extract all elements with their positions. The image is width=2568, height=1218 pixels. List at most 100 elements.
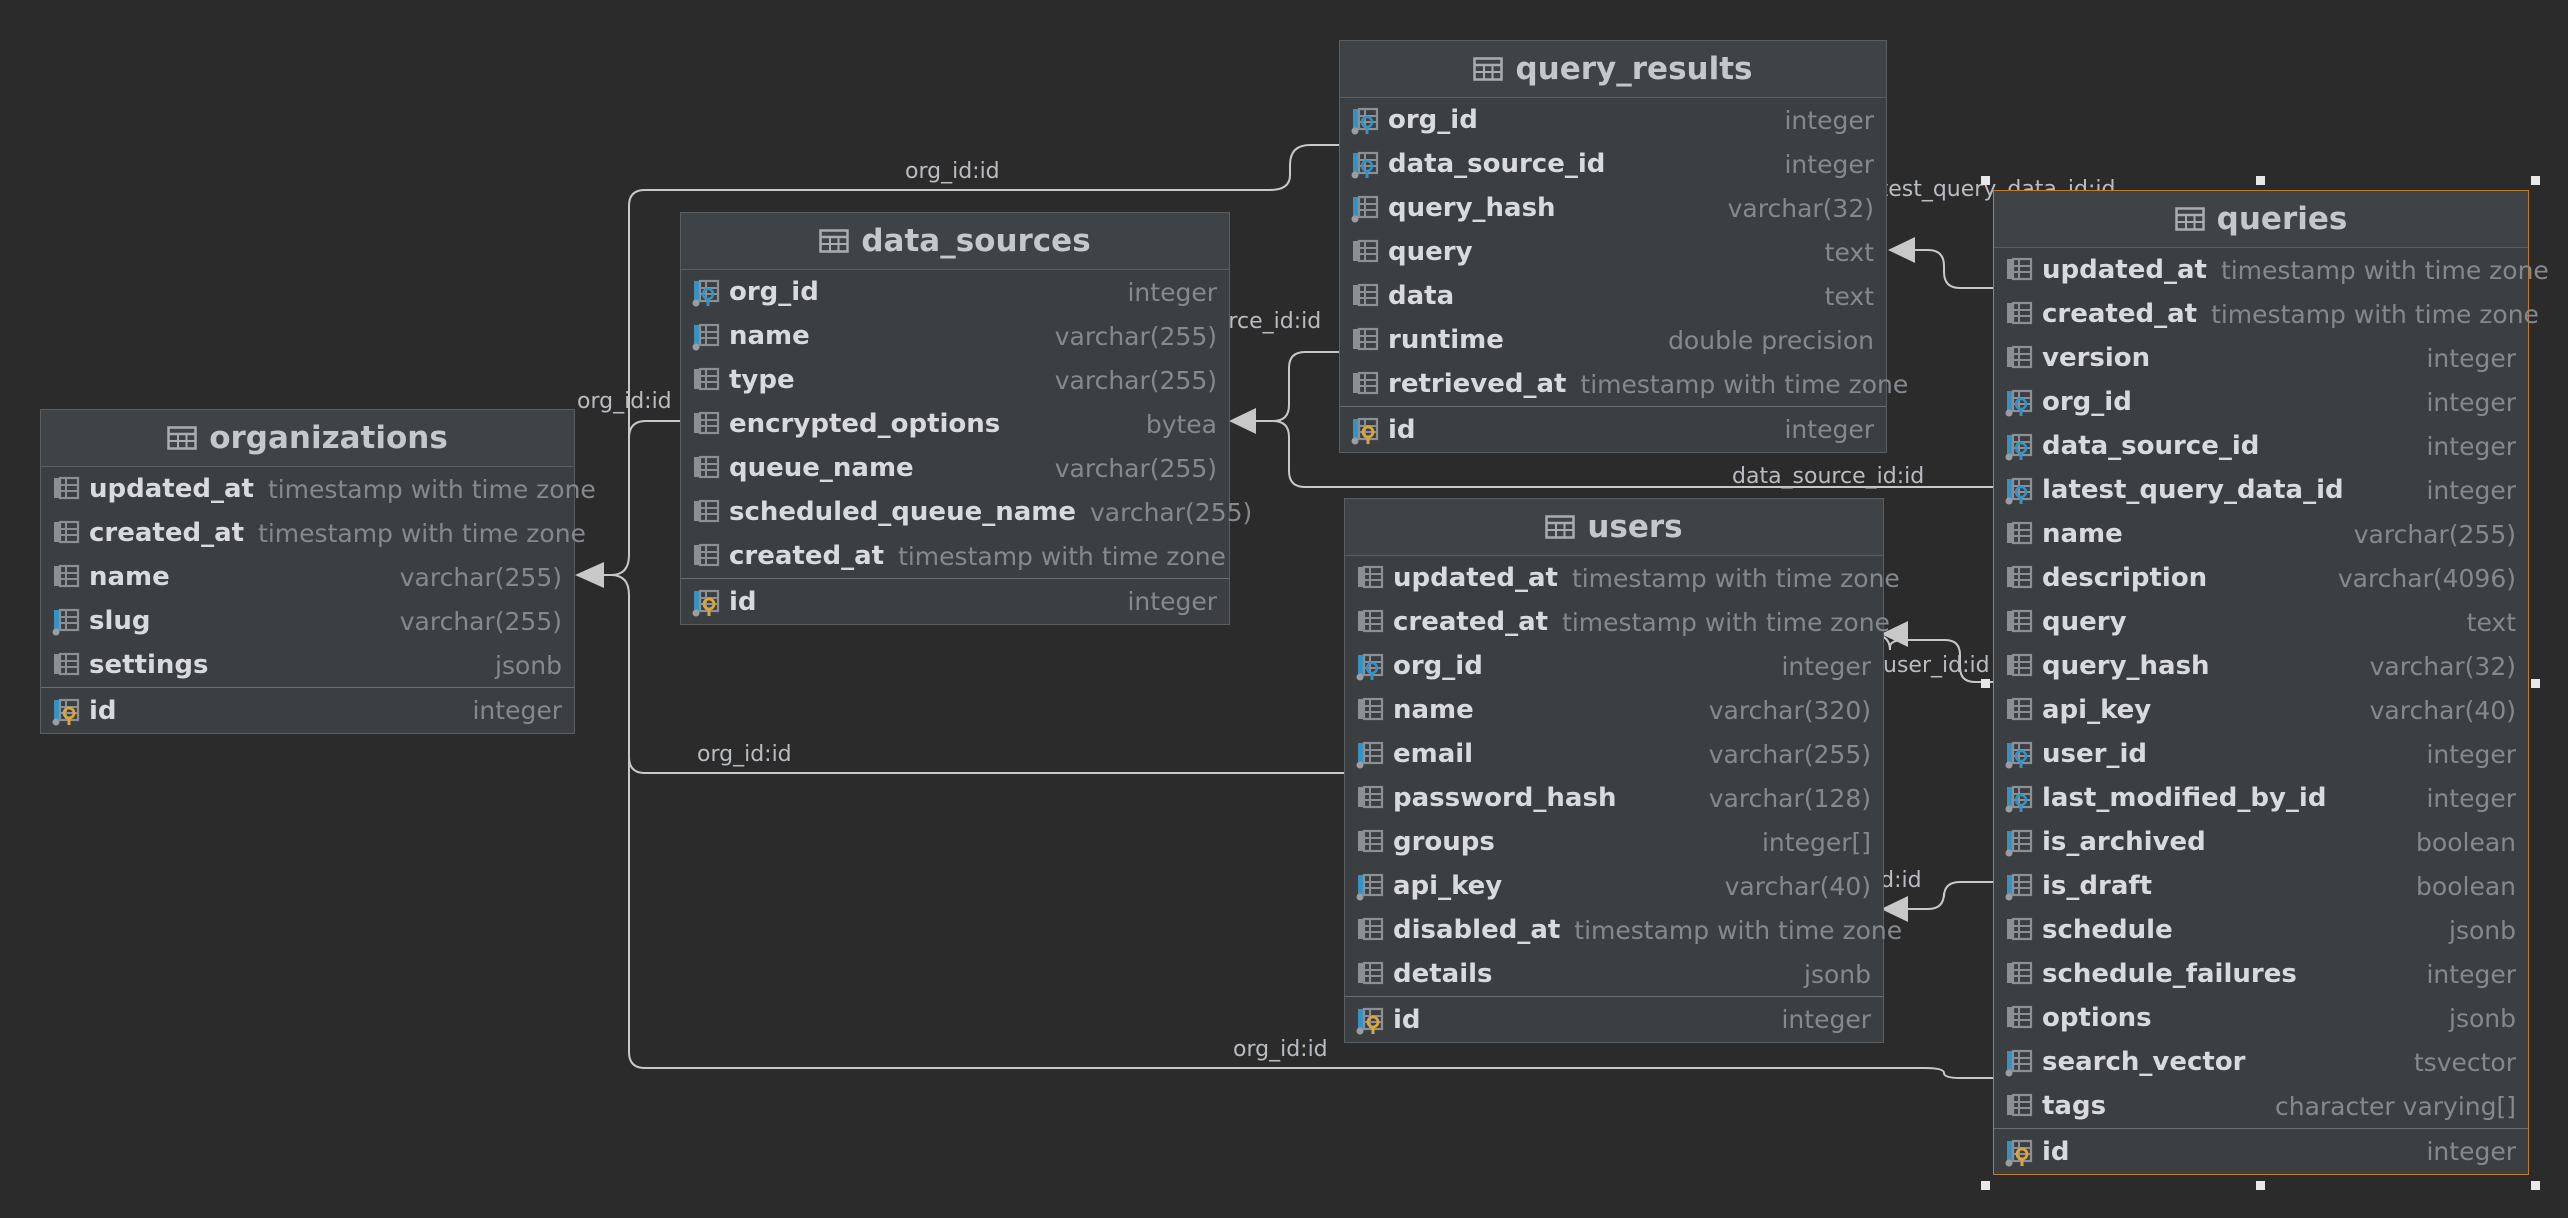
foreign-key-icon <box>2004 387 2034 417</box>
column-name: created_at <box>2042 299 2198 329</box>
connector-queries-qr <box>1908 249 1995 289</box>
connector-qr-org <box>590 144 1340 576</box>
column-name: updated_at <box>89 474 254 504</box>
relation-label-queries-ds: data_source_id:id <box>1732 464 1925 489</box>
column-name: schedule_failures <box>2042 959 2297 989</box>
selection-handle[interactable] <box>1981 1181 1990 1190</box>
selection-handle[interactable] <box>2531 1181 2540 1190</box>
foreign-key-icon <box>1355 651 1385 681</box>
column-name: id <box>89 695 117 726</box>
column-name: type <box>729 365 795 395</box>
column-type: integer <box>2426 739 2516 769</box>
column-type: timestamp with time zone <box>1562 607 1890 637</box>
primary-key-icon <box>2004 1137 2034 1167</box>
column-name: query <box>2042 607 2127 637</box>
table-header[interactable]: data_sources <box>681 213 1229 270</box>
column-icon <box>1355 607 1385 637</box>
table-header[interactable]: queries <box>1994 191 2528 248</box>
relation-label-qr-org: org_id:id <box>905 159 1000 184</box>
selection-handle[interactable] <box>1981 679 1990 688</box>
table-header[interactable]: organizations <box>41 410 574 467</box>
selection-handle[interactable] <box>2531 176 2540 185</box>
selection-handle[interactable] <box>2256 1181 2265 1190</box>
column-type: integer <box>1781 651 1871 681</box>
column-name: name <box>89 562 170 592</box>
selection-handle[interactable] <box>2531 679 2540 688</box>
selection-handle[interactable] <box>2256 176 2265 185</box>
column-name: search_vector <box>2042 1047 2246 1077</box>
column-icon <box>691 365 721 395</box>
table-header[interactable]: users <box>1345 499 1883 556</box>
column-name: query_hash <box>1388 193 1556 223</box>
column-icon <box>2004 1091 2034 1121</box>
selection-handle[interactable] <box>1981 176 1990 185</box>
column-name: query <box>1388 237 1473 267</box>
table-header[interactable]: query_results <box>1340 41 1886 98</box>
column-name: options <box>2042 1003 2152 1033</box>
column-icon <box>2004 959 2034 989</box>
column-name: schedule <box>2042 915 2173 945</box>
column-name: updated_at <box>2042 255 2207 285</box>
